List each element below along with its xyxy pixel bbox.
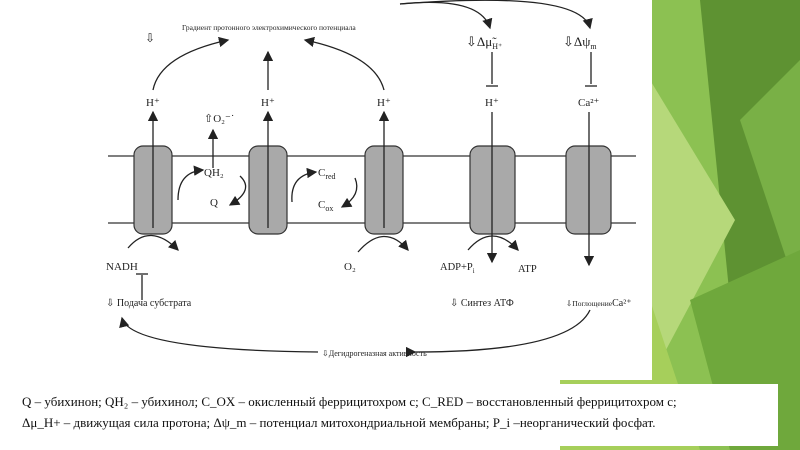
proton-label-atp: H⁺ <box>485 97 499 109</box>
superoxide-label: ⇧O₂⁻˙ <box>204 113 234 125</box>
cred-label: Cred <box>318 167 336 181</box>
proton-label-4: H⁺ <box>377 97 391 109</box>
curve-right-to-gradient <box>303 36 385 91</box>
substrate-label: ⇩ Подача субстрата <box>106 298 192 309</box>
q-cycle-curve-left <box>177 165 205 201</box>
dehydrogenase-label: ⇩Дегидрогеназная активность <box>322 349 427 358</box>
ca-uptake-label: ⇩ПоглощениеCa²⁺ <box>566 298 632 309</box>
o2-curve <box>357 235 409 253</box>
ca-label: Ca²⁺ <box>578 97 600 109</box>
curve-left-to-gradient <box>152 36 230 91</box>
nadh-curve <box>127 234 179 251</box>
dehydrogenase-arc-left <box>119 316 319 353</box>
legend-line-1: Q – убихинон; QH₂ – убихинол; C_OX – оки… <box>22 394 677 409</box>
nadh-label: NADH <box>106 261 138 273</box>
legend-line-2: Δμ_H+ – движущая сила протона; Δψ_m – по… <box>22 415 656 430</box>
white-panel <box>0 0 652 380</box>
adp-label: ADP+Pi <box>440 262 475 275</box>
qh2-label: QH₂ <box>204 167 224 179</box>
delta-psi-label: ⇩Δψm <box>563 34 597 51</box>
green-shape-3 <box>650 80 735 380</box>
top-arc-arrow-mu <box>399 1 493 30</box>
legend: Q – убихинон; QH₂ – убихинол; C_OX – оки… <box>18 384 778 446</box>
cyt-c-curve-right <box>340 177 358 208</box>
delta-mu-label: ⇩Δμ̃H⁺ <box>466 34 502 51</box>
green-shape-4 <box>740 60 800 300</box>
dehydrogenase-arc-right <box>405 309 591 358</box>
cyt-c-curve-left <box>291 167 318 203</box>
q-cycle-curve-right <box>228 175 247 206</box>
proton-label-3: H⁺ <box>261 97 275 109</box>
proton-label-1: H⁺ <box>146 97 160 109</box>
top-arc-arrow-psi <box>399 0 593 30</box>
adp-to-atp-curve <box>467 235 519 251</box>
q-label: Q <box>210 197 218 209</box>
gradient-label: Градиент протонного электрохимического п… <box>182 23 356 32</box>
top-left-arrow-glyph: ⇩ <box>145 31 155 45</box>
atp-label: ATP <box>518 264 537 275</box>
atp-synthesis-label: ⇩ Синтез АТФ <box>450 298 514 309</box>
cox-label: Cox <box>318 199 333 213</box>
o2-label: O₂ <box>344 261 356 273</box>
